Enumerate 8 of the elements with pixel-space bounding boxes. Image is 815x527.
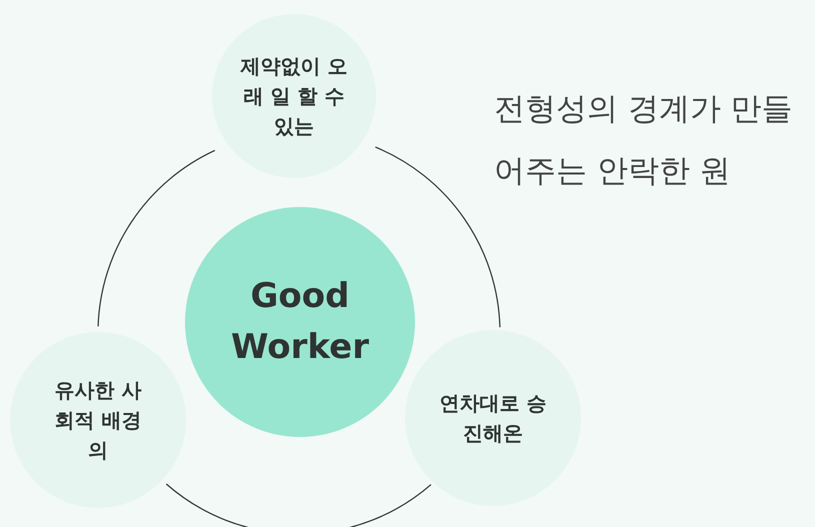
node-text: 연차대로 승진해온 (438, 390, 548, 447)
caption-text: 전형성의 경계가 만들어주는 안락한 원 (494, 90, 794, 191)
node-text: 유사한 사회적 배경의 (54, 377, 142, 464)
ring-arc (166, 484, 432, 527)
node-text: Good Worker (230, 275, 370, 369)
ring-arc (98, 150, 216, 326)
ring-arc (375, 146, 501, 328)
node-text: 제약없이 오래 일 할 수 있는 (239, 53, 348, 140)
